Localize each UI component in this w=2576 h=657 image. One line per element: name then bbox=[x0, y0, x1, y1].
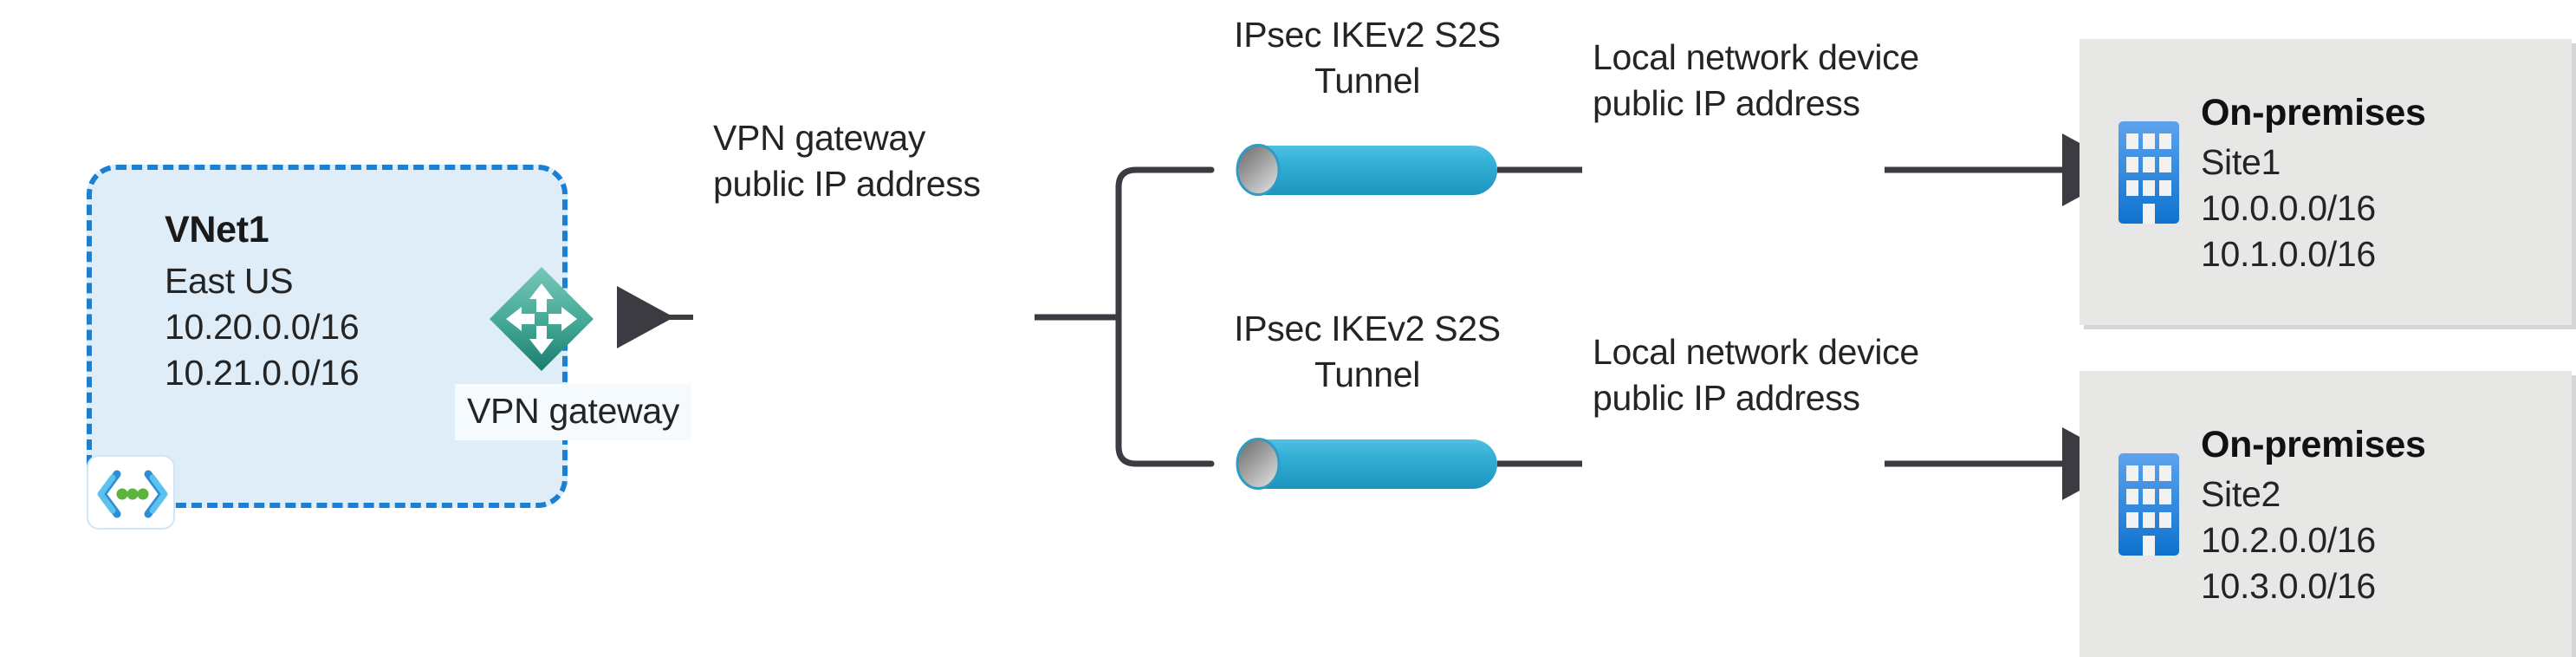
tunnel-1-label-line2: Tunnel bbox=[1314, 61, 1421, 101]
vpn-gateway-label: VPN gateway bbox=[455, 384, 692, 440]
virtual-network-icon bbox=[87, 455, 175, 530]
gateway-public-ip-label-line1: VPN gateway bbox=[713, 118, 926, 158]
vnet-container bbox=[87, 165, 568, 508]
ipsec-tunnel-2-icon bbox=[1236, 438, 1497, 490]
on-premises-site2-name: Site2 bbox=[2201, 473, 2281, 514]
vnet-name: VNet1 bbox=[165, 209, 269, 250]
on-premises-site1-name: Site1 bbox=[2201, 141, 2281, 182]
tunnel-2-device-label-line2: public IP address bbox=[1593, 378, 1860, 419]
tunnel-1-device-label-line2: public IP address bbox=[1593, 83, 1860, 124]
on-premises-site1-title: On-premises bbox=[2201, 92, 2426, 133]
on-premises-site1-box: On-premises Site1 10.0.0.0/16 10.1.0.0/1… bbox=[2080, 39, 2572, 325]
vnet-region: East US bbox=[165, 260, 294, 301]
ipsec-tunnel-1-icon bbox=[1236, 144, 1497, 196]
gateway-public-ip-label-line2: public IP address bbox=[713, 164, 981, 205]
tunnel-1-label-line1: IPsec IKEv2 S2S bbox=[1234, 15, 1501, 55]
tunnel-branch-bus bbox=[1115, 166, 1215, 467]
vnet-info-block: VNet1 East US 10.20.0.0/16 10.21.0.0/16 bbox=[165, 206, 529, 397]
on-premises-site2-info: On-premises Site2 10.2.0.0/16 10.3.0.0/1… bbox=[2201, 421, 2565, 610]
vpn-gateway-diamond-icon bbox=[487, 264, 596, 374]
on-premises-site1-info: On-premises Site1 10.0.0.0/16 10.1.0.0/1… bbox=[2201, 89, 2565, 278]
office-building-icon bbox=[2119, 121, 2179, 224]
tunnel-1-device-label-line1: Local network device bbox=[1593, 37, 1919, 77]
vnet-address-space-2: 10.21.0.0/16 bbox=[165, 353, 360, 394]
gateway-public-ip-label: VPN gateway public IP address bbox=[713, 115, 981, 208]
tunnel-2-device-label: Local network device public IP address bbox=[1593, 329, 1919, 422]
on-premises-site2-address-2: 10.3.0.0/16 bbox=[2201, 566, 2376, 607]
office-building-icon bbox=[2119, 453, 2179, 556]
tunnel-2-label-line1: IPsec IKEv2 S2S bbox=[1234, 309, 1501, 348]
tunnel-1-label: IPsec IKEv2 S2S Tunnel bbox=[1211, 12, 1523, 105]
on-premises-site2-address-1: 10.2.0.0/16 bbox=[2201, 520, 2376, 561]
tunnel-1-device-label: Local network device public IP address bbox=[1593, 35, 1919, 127]
tunnel-2-label: IPsec IKEv2 S2S Tunnel bbox=[1211, 306, 1523, 399]
vnet-address-space-1: 10.20.0.0/16 bbox=[165, 307, 360, 348]
on-premises-site1-address-2: 10.1.0.0/16 bbox=[2201, 234, 2376, 275]
on-premises-site2-box: On-premises Site2 10.2.0.0/16 10.3.0.0/1… bbox=[2080, 371, 2572, 657]
tunnel-2-device-label-line1: Local network device bbox=[1593, 332, 1919, 372]
on-premises-site1-address-1: 10.0.0.0/16 bbox=[2201, 188, 2376, 229]
tunnel-2-label-line2: Tunnel bbox=[1314, 355, 1421, 395]
on-premises-site2-title: On-premises bbox=[2201, 424, 2426, 465]
